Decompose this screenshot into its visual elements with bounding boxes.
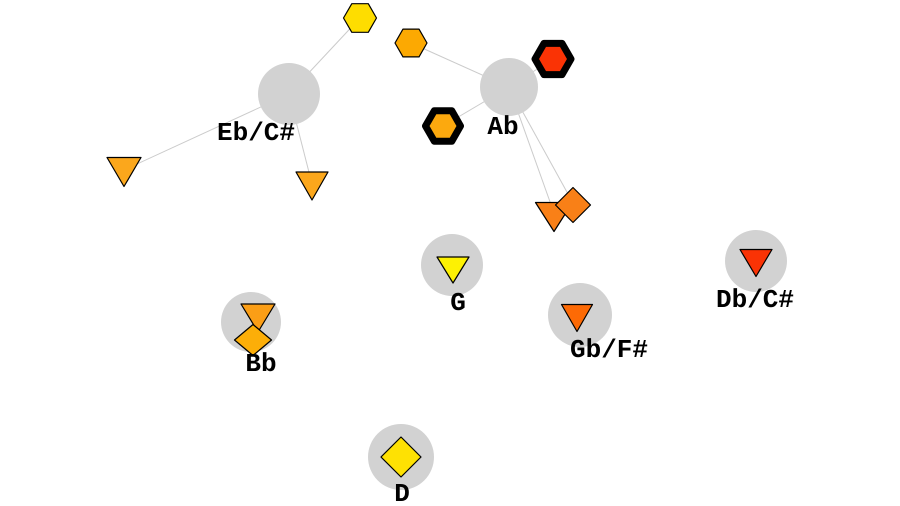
node-label-ab: Ab bbox=[487, 112, 519, 142]
diamond-node-bb-marker bbox=[233, 323, 273, 357]
hexagon-yellow-marker bbox=[342, 3, 378, 33]
node-label-bb: Bb bbox=[245, 349, 277, 379]
node-label-dbc: Db/C# bbox=[715, 285, 795, 315]
node-label-ebc: Eb/C# bbox=[216, 118, 296, 148]
node-circle-ebc bbox=[258, 63, 320, 125]
triangle-far-left-marker bbox=[106, 156, 142, 188]
hexagon-orange-ring-marker bbox=[422, 107, 464, 145]
hexagon-orange-marker bbox=[394, 28, 428, 58]
node-circle-ab bbox=[480, 58, 538, 116]
diamond-ab-pair-marker bbox=[554, 186, 592, 224]
triangle-node-dbc-marker bbox=[739, 248, 773, 278]
node-label-g: G bbox=[450, 288, 466, 318]
triangle-node-gbf-marker bbox=[560, 303, 594, 333]
triangle-node-bb-marker bbox=[240, 303, 276, 333]
triangle-mid-left-marker bbox=[295, 171, 329, 201]
node-label-d: D bbox=[394, 479, 410, 506]
diamond-node-d-marker bbox=[380, 436, 422, 478]
node-label-gbf: Gb/F# bbox=[569, 335, 649, 365]
triangle-node-g-marker bbox=[436, 256, 470, 284]
hexagon-red-ring-marker bbox=[531, 39, 575, 79]
